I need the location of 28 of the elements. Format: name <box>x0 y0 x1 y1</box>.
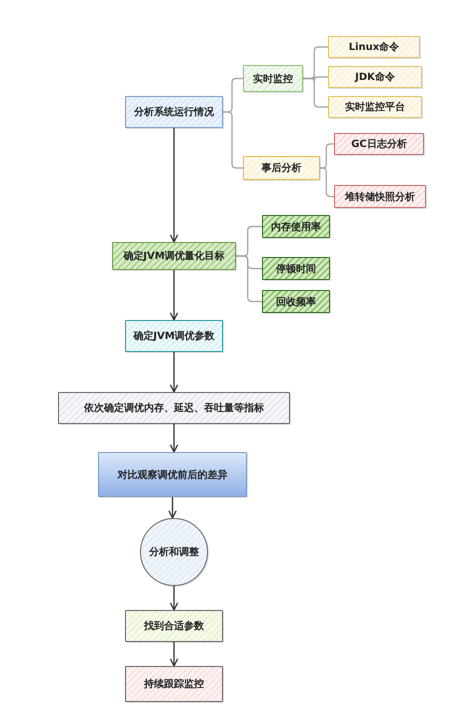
process-box: 确定JVM调优参数 <box>125 320 223 352</box>
process-box: 找到合适参数 <box>125 610 223 642</box>
arrow <box>170 270 178 321</box>
process-box: 内存使用率 <box>262 215 330 238</box>
process-box: 堆转储快照分析 <box>334 185 426 208</box>
process-box: 回收频率 <box>262 290 330 313</box>
process-box: GC日志分析 <box>334 133 424 155</box>
process-box: Linux命令 <box>328 36 420 58</box>
arrow <box>170 128 178 243</box>
process-box: 对比观察调优前后的差异 <box>98 452 247 497</box>
arrow <box>170 642 178 667</box>
process-circle: 分析和调整 <box>140 518 208 586</box>
arrow <box>170 424 178 453</box>
branch-line <box>303 78 328 108</box>
process-box: 实时监控 <box>243 65 303 92</box>
process-box: 实时监控平台 <box>328 96 422 118</box>
arrow <box>170 352 178 393</box>
process-box: 停顿时间 <box>262 257 330 280</box>
arrow <box>170 586 178 611</box>
arrow <box>168 497 177 519</box>
process-box: 确定JVM调优量化目标 <box>112 242 236 270</box>
process-box: JDK命令 <box>328 66 422 88</box>
process-box: 事后分析 <box>243 156 320 180</box>
process-box: 持续跟踪监控 <box>125 666 223 702</box>
process-box: 分析系统运行情况 <box>125 96 223 128</box>
branch-line <box>236 255 262 302</box>
branch-line <box>320 167 334 198</box>
process-box: 依次确定调优内存、延迟、吞吐量等指标 <box>58 392 290 424</box>
